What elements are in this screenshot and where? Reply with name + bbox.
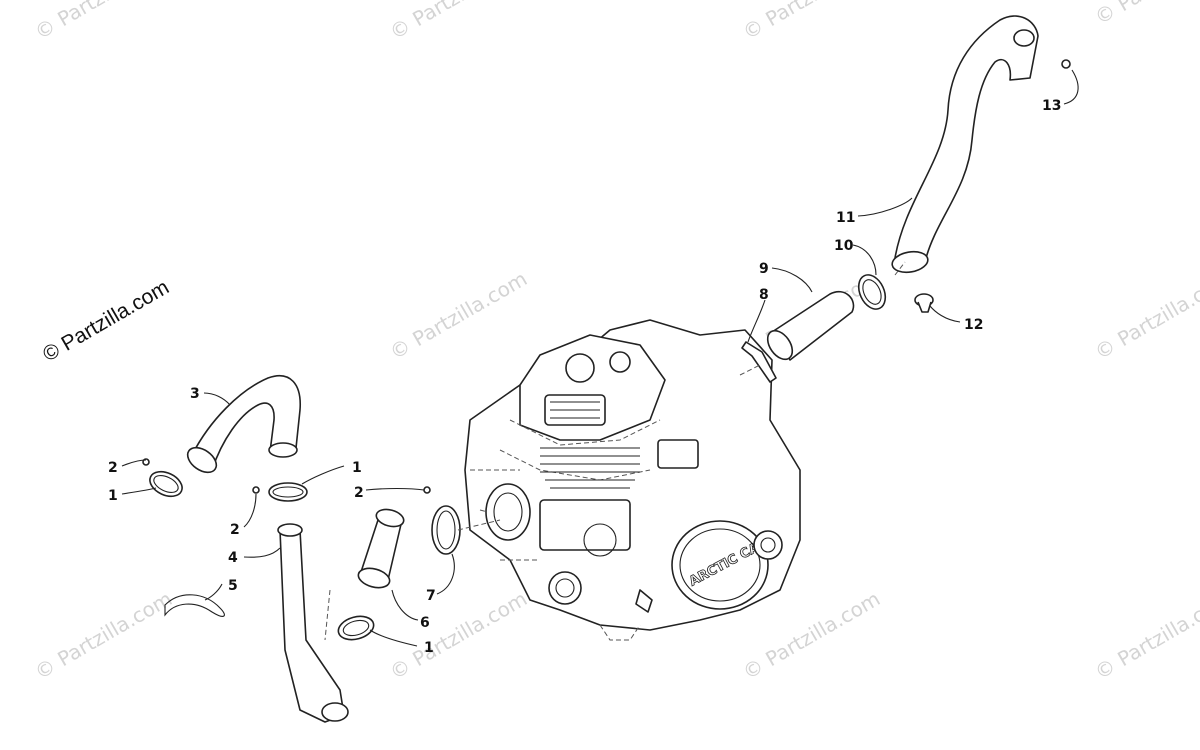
callout-10: 10 <box>834 238 854 254</box>
callout-2-left: 2 <box>230 522 240 538</box>
watermark-text: © Partzilla.com <box>1091 266 1200 364</box>
part-10-clamp-ring <box>857 274 887 310</box>
part-1-clamp-upper-left <box>149 470 183 498</box>
callout-8: 8 <box>759 287 769 303</box>
credit-text: © Partzilla.com <box>39 276 173 367</box>
callout-2-center: 2 <box>354 485 364 501</box>
assembly-lines <box>324 261 906 641</box>
watermark-text: © Partzilla.com <box>31 586 177 684</box>
watermark-text: © Partzilla.com <box>386 266 532 364</box>
watermark-text: © Partzilla.com <box>739 0 885 44</box>
part-7-clamp-ring <box>431 505 461 555</box>
engine-illustration: ARCTIC CAT <box>464 319 801 641</box>
part-6-coupling <box>357 508 405 589</box>
watermark-text: © Partzilla.com <box>1091 0 1200 29</box>
part-1-clamp-center-left <box>268 482 308 502</box>
part-11-upper-duct <box>891 15 1039 274</box>
part-2-screw-b <box>252 486 260 494</box>
watermark-text: © Partzilla.com <box>386 0 532 44</box>
part-12-grommet <box>914 293 934 313</box>
callout-1-lower: 1 <box>424 640 434 656</box>
callout-7: 7 <box>426 588 436 604</box>
part-4-lower-tube <box>277 523 349 723</box>
callout-9: 9 <box>759 261 769 277</box>
watermark-text: © Partzilla.com <box>31 0 177 44</box>
callout-5: 5 <box>228 578 238 594</box>
callout-4: 4 <box>228 550 238 566</box>
callout-2-upper-left: 2 <box>108 460 118 476</box>
callout-11: 11 <box>836 210 855 226</box>
watermark-text: © Partzilla.com <box>739 586 885 684</box>
callout-13: 13 <box>1042 98 1061 114</box>
part-5-strap <box>164 594 225 617</box>
callout-12: 12 <box>964 317 983 333</box>
leader-lines <box>121 69 1079 647</box>
part-1-clamp-lower <box>337 615 375 641</box>
part-8-small-clamp <box>741 341 777 383</box>
part-2-screw-c <box>423 486 431 494</box>
callout-3: 3 <box>190 386 200 402</box>
watermark-text: © Partzilla.com <box>1091 586 1200 684</box>
part-13-screw <box>1061 59 1071 69</box>
watermark-text: © Partzilla.com <box>386 586 532 684</box>
callouts: 1 1 1 2 2 2 3 4 5 6 7 8 9 10 11 12 13 <box>108 98 1061 656</box>
callout-1-upper-left: 1 <box>108 488 118 504</box>
callout-1-center: 1 <box>352 460 362 476</box>
callout-6: 6 <box>420 615 430 631</box>
part-3-elbow-duct <box>186 375 301 474</box>
part-9-inlet-boot <box>766 290 855 361</box>
